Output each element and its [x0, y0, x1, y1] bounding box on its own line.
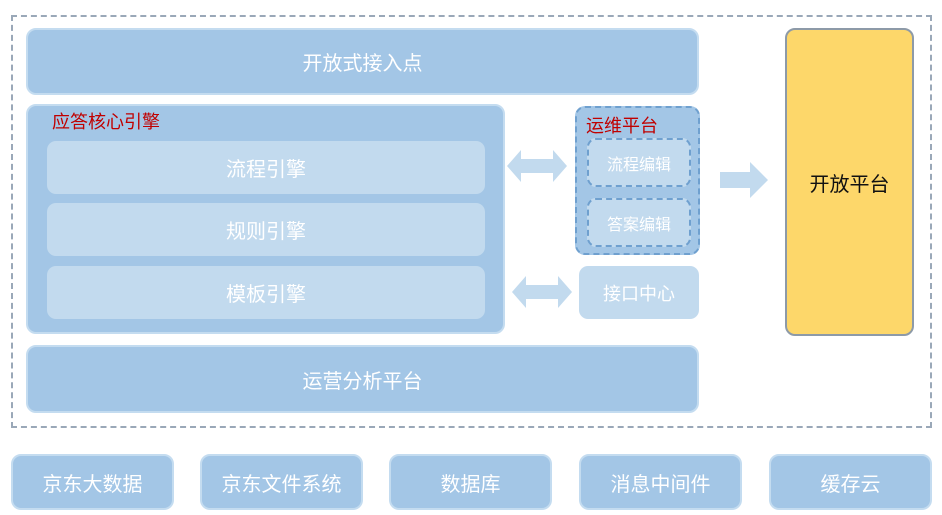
analytics-platform-block[interactable]: 运营分析平台 [26, 345, 699, 413]
ops-platform-title: 运维平台 [586, 116, 658, 137]
open-access-point-block[interactable]: 开放式接入点 [26, 28, 699, 95]
bidirectional-arrow-icon [512, 276, 572, 308]
infra-jd-filesystem[interactable]: 京东文件系统 [200, 454, 363, 510]
engine-template[interactable]: 模板引擎 [47, 266, 485, 319]
core-engine-block[interactable]: 应答核心引擎 流程引擎 规则引擎 模板引擎 [26, 104, 505, 334]
engine-rules[interactable]: 规则引擎 [47, 203, 485, 256]
engine-process[interactable]: 流程引擎 [47, 141, 485, 194]
interface-center-block[interactable]: 接口中心 [579, 266, 699, 319]
ops-item-answer-edit[interactable]: 答案编辑 [587, 198, 691, 247]
open-platform-block[interactable]: 开放平台 [785, 28, 914, 336]
core-engine-title: 应答核心引擎 [52, 112, 160, 133]
infra-jd-bigdata[interactable]: 京东大数据 [11, 454, 174, 510]
infra-database[interactable]: 数据库 [389, 454, 552, 510]
bidirectional-arrow-icon [507, 150, 567, 182]
system-boundary [11, 15, 932, 428]
infra-cache-cloud[interactable]: 缓存云 [769, 454, 932, 510]
ops-item-process-edit[interactable]: 流程编辑 [587, 138, 691, 187]
right-arrow-icon [720, 162, 768, 198]
ops-platform-block[interactable]: 运维平台 流程编辑 答案编辑 [575, 106, 700, 255]
infra-message-middleware[interactable]: 消息中间件 [579, 454, 742, 510]
